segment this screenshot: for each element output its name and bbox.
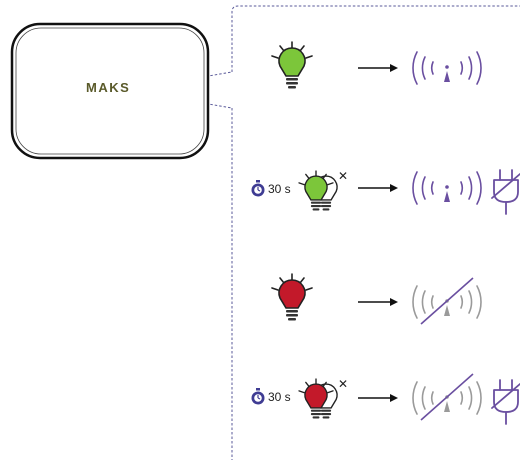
radio-signal-icon — [412, 171, 482, 205]
right-arrow-icon — [358, 298, 398, 306]
right-arrow-icon — [358, 64, 398, 72]
power-plug-icon — [491, 379, 520, 425]
device-label: MAKS — [86, 80, 131, 95]
right-arrow-icon — [358, 394, 398, 402]
radio-signal-icon — [412, 51, 482, 85]
power-plug-icon — [491, 169, 520, 215]
blinking-green-lamp-icon: ✕ — [298, 169, 348, 211]
device-body — [10, 22, 210, 160]
green-lamp-icon — [271, 41, 313, 89]
right-arrow-icon — [358, 184, 398, 192]
dashed-frame — [231, 5, 520, 460]
device-inner-edge — [15, 27, 205, 155]
svg-text:✕: ✕ — [338, 169, 348, 183]
timer-icon — [250, 387, 266, 406]
timer-label: 30 s — [268, 182, 291, 196]
svg-text:✕: ✕ — [338, 377, 348, 391]
red-lamp-icon — [271, 273, 313, 321]
timer-icon — [250, 179, 266, 198]
timer-label: 30 s — [268, 390, 291, 404]
blinking-red-lamp-icon: ✕ — [298, 377, 348, 419]
radio-signal-crossed-icon — [412, 373, 482, 421]
radio-signal-crossed-icon — [412, 277, 482, 325]
